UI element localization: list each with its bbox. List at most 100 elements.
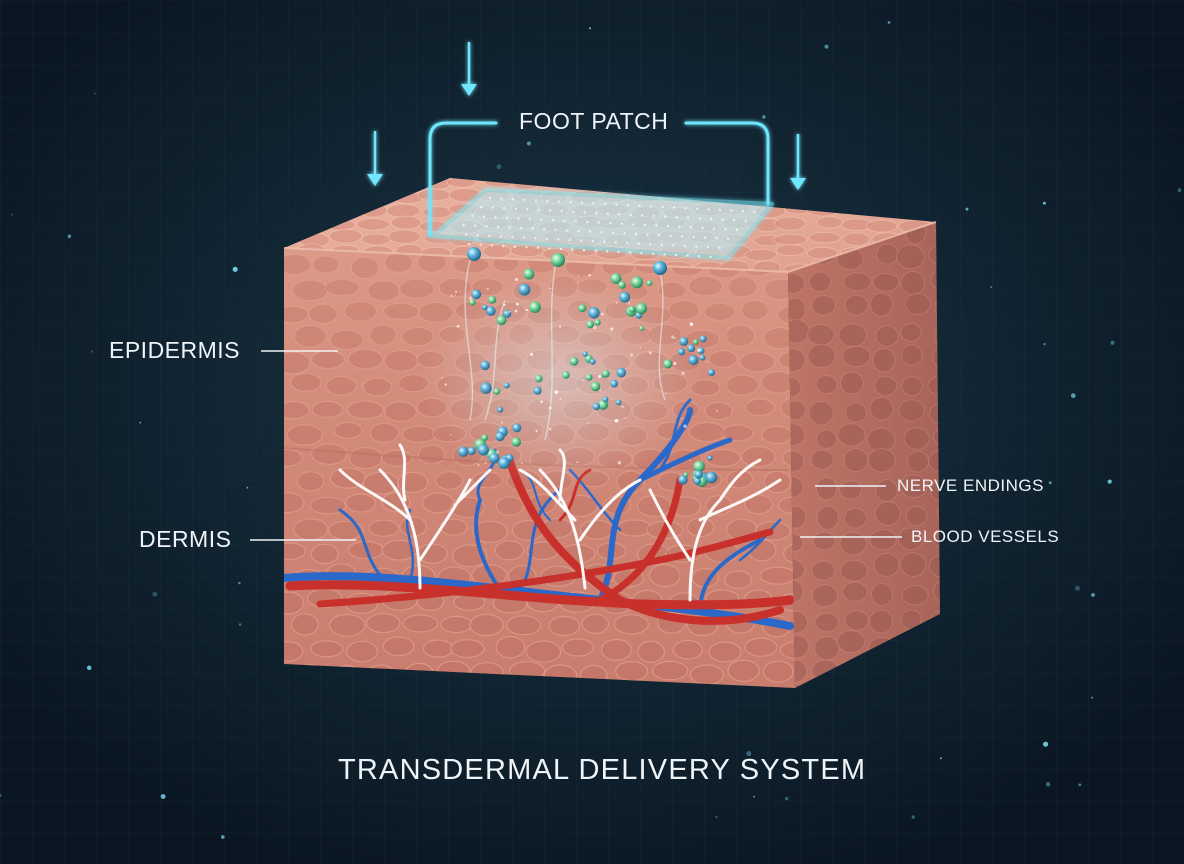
patch-perforation	[540, 218, 543, 221]
micro-particle	[525, 308, 528, 312]
patch-perforation	[580, 201, 584, 204]
ingredient-particle	[677, 348, 686, 356]
patch-perforation	[678, 225, 681, 228]
patch-perforation	[554, 228, 557, 231]
skin-cell	[933, 323, 940, 349]
skin-cell	[842, 345, 871, 368]
skin-cell	[525, 640, 562, 663]
skin-cell	[900, 322, 922, 342]
sparkle	[1110, 340, 1115, 345]
micro-particle	[674, 337, 676, 339]
ingredient-particle	[693, 460, 705, 473]
patch-perforation	[646, 233, 649, 236]
skin-cell	[928, 243, 940, 266]
patch-perforation	[626, 204, 630, 207]
down-arrow-icon	[790, 134, 806, 190]
patch-perforation	[548, 247, 551, 250]
skin-cell	[725, 374, 760, 396]
patch-perforation	[672, 206, 676, 209]
patch-perforation	[718, 246, 721, 249]
micro-particle	[587, 422, 590, 424]
micro-particle	[477, 464, 480, 466]
sparkle	[784, 796, 789, 801]
micro-particle	[617, 460, 622, 465]
skin-cell	[744, 494, 773, 515]
sparkle	[0, 794, 2, 797]
micro-particle	[621, 405, 624, 408]
skin-cell	[762, 660, 794, 683]
ingredient-particle	[589, 358, 596, 365]
ingredient-particle	[693, 477, 702, 485]
skin-cell	[788, 423, 806, 447]
skin-cell	[898, 399, 926, 422]
blood-vessel-arteries	[285, 458, 795, 625]
nerve-endings-label: NERVE ENDINGS	[897, 476, 1044, 495]
skin-cell	[865, 219, 898, 233]
ingredient-particle	[503, 382, 510, 389]
skin-cell	[311, 443, 348, 465]
skin-cell	[311, 255, 340, 274]
patch-perforation	[609, 222, 612, 225]
skin-cell	[600, 638, 632, 661]
patch-perforation	[652, 214, 655, 218]
skin-cell	[870, 582, 894, 607]
skin-cell	[779, 640, 795, 660]
skin-cell	[284, 542, 307, 561]
skin-cell	[689, 664, 725, 686]
ingredient-particle	[480, 360, 490, 371]
skin-cell	[482, 244, 512, 259]
patch-perforation	[522, 236, 525, 239]
skin-cell	[284, 305, 309, 324]
ingredient-particle	[582, 351, 588, 357]
patch-perforation	[684, 207, 687, 210]
patch-perforation	[592, 202, 595, 205]
patch-perforation	[473, 224, 477, 227]
sparkle	[1107, 479, 1112, 484]
ingredient-particle	[495, 431, 505, 442]
vessel-network	[284, 398, 795, 630]
skin-cell	[874, 375, 898, 397]
patch-perforation	[542, 228, 546, 231]
patch-perforation	[741, 210, 745, 213]
patch-perforation	[528, 217, 532, 221]
patch-perforation	[536, 246, 540, 249]
patch-perforation	[571, 248, 574, 251]
patch-perforation	[480, 205, 483, 209]
ingredient-particle	[585, 373, 593, 381]
skin-cell	[329, 228, 363, 244]
patch-perforation	[523, 198, 526, 201]
skin-cell	[422, 492, 455, 514]
ingredient-particle	[618, 281, 626, 289]
sparkle	[152, 591, 158, 597]
micro-particle	[671, 335, 675, 339]
skin-cell	[873, 552, 900, 577]
patch-perforation	[591, 240, 594, 243]
patch-perforation	[611, 231, 615, 234]
skin-cell	[937, 502, 940, 525]
ingredient-particle	[693, 339, 699, 345]
background-sparkles	[0, 21, 1182, 839]
skin-cell	[422, 639, 454, 658]
patch-perforation	[672, 244, 675, 247]
skin-cell	[930, 269, 940, 290]
skin-cell	[807, 324, 835, 346]
patch-perforation	[568, 238, 571, 242]
micro-particle	[549, 287, 551, 290]
micro-particle	[683, 424, 687, 428]
skin-cell	[355, 218, 391, 231]
sparkle	[526, 141, 531, 146]
skin-cell	[368, 519, 400, 537]
skin-cell	[933, 579, 940, 604]
skin-cell	[869, 529, 897, 551]
patch-perforation	[706, 246, 709, 249]
patch-perforation	[618, 213, 621, 216]
micro-particle	[484, 461, 487, 464]
skin-cell	[494, 540, 525, 561]
patch-perforation	[505, 216, 509, 219]
patch-perforation	[462, 223, 465, 227]
patch-perforation	[753, 210, 756, 213]
sparkle	[1091, 696, 1094, 699]
skin-cell	[740, 445, 776, 468]
skin-cell	[704, 448, 742, 467]
